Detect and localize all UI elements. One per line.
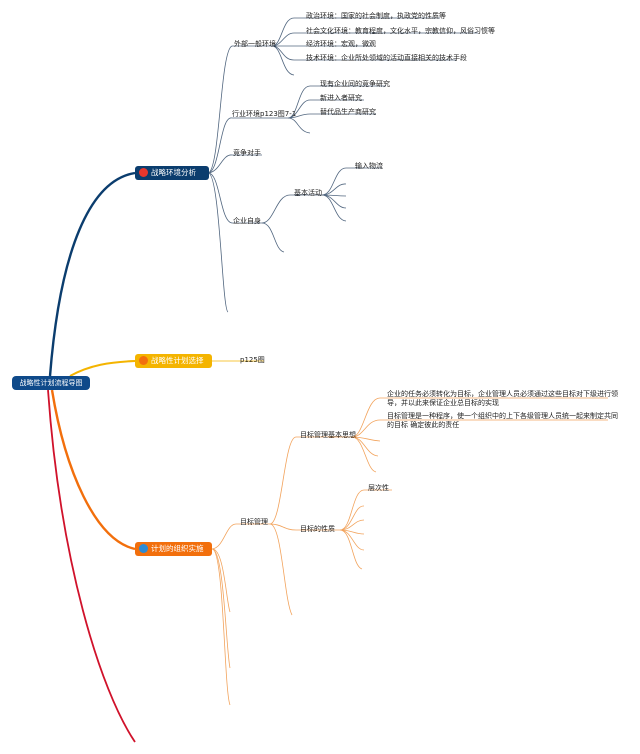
- node-inbound-logistics[interactable]: 输入物流: [355, 162, 383, 170]
- node-basic-activities[interactable]: 基本活动: [294, 189, 322, 197]
- branch-label: 战略性计划选择: [151, 356, 204, 365]
- branch-label: 战略环境分析: [151, 168, 196, 177]
- number-2-badge-icon: [139, 355, 148, 365]
- connector-branch-1: [48, 171, 136, 377]
- connector-branch-2: [69, 360, 136, 377]
- node-goal-nature[interactable]: 目标的性质: [300, 525, 335, 533]
- node-mbo-idea-1[interactable]: 企业的任务必须转化为目标，企业管理人员必须通过这些目标对下级进行领导，并以此来保…: [387, 390, 618, 407]
- branch-label: 计划的组织实施: [151, 544, 204, 553]
- node-mbo-basic-idea[interactable]: 目标管理基本思想: [300, 431, 356, 439]
- node-mbo[interactable]: 目标管理: [240, 518, 268, 526]
- node-competitor[interactable]: 竞争对手: [233, 149, 261, 157]
- connector-branch-3: [50, 389, 136, 551]
- node-new-entrant-research[interactable]: 新进入者研究: [320, 94, 362, 102]
- root-node[interactable]: 战略性计划流程导图: [12, 376, 90, 390]
- node-p125-figure[interactable]: p125图: [240, 356, 265, 364]
- node-competition-research[interactable]: 现有企业间的竞争研究: [320, 80, 390, 88]
- node-mbo-idea-2[interactable]: 目标管理是一种程序，使一个组织中的上下各级管理人员统一起来制定共同的目标 确定彼…: [387, 412, 618, 429]
- branch-strategic-environment-analysis[interactable]: 战略环境分析: [135, 166, 209, 180]
- node-economic-environment[interactable]: 经济环境：宏观，微观: [306, 40, 376, 48]
- number-3-badge-icon: [139, 543, 148, 553]
- node-social-cultural-environment[interactable]: 社会文化环境：教育程度，文化水平，宗教信仰，风俗习惯等: [306, 27, 495, 35]
- branch-plan-implementation[interactable]: 计划的组织实施: [135, 542, 212, 556]
- node-external-environment[interactable]: 外部一般环境: [234, 40, 276, 48]
- node-substitute-research[interactable]: 替代品生产商研究: [320, 108, 376, 116]
- node-political-environment[interactable]: 政治环境：国家的社会制度，执政党的性质等: [306, 12, 446, 20]
- connector-branch-4: [47, 389, 136, 743]
- node-technology-environment[interactable]: 技术环境：企业所处领域的活动直接相关的技术手段: [306, 54, 467, 62]
- branch-strategic-plan-selection[interactable]: 战略性计划选择: [135, 354, 212, 368]
- node-hierarchy[interactable]: 层次性: [368, 484, 389, 492]
- node-enterprise-self[interactable]: 企业自身: [233, 217, 261, 225]
- number-1-badge-icon: [139, 167, 148, 177]
- node-industry-environment[interactable]: 行业环境p123图7-1: [232, 110, 297, 118]
